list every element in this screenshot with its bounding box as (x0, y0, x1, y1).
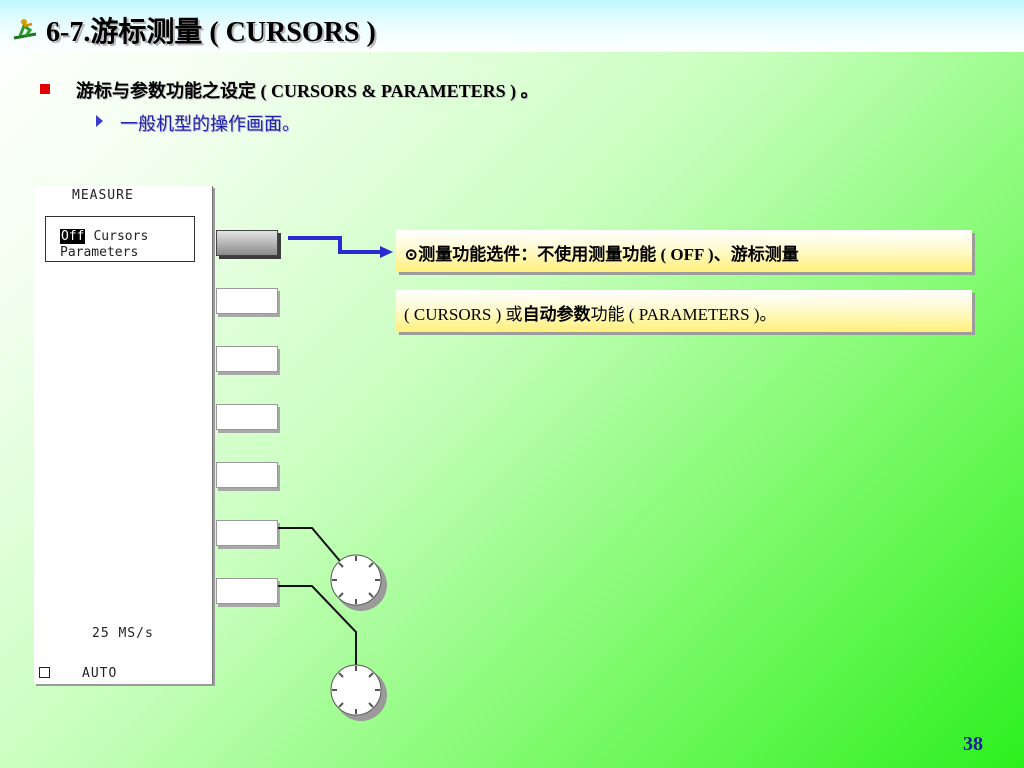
menu-row-mode: Off Cursors (60, 229, 148, 244)
callout-1: ⊙测量功能选件：不使用测量功能 ( OFF )、游标测量 (396, 230, 972, 272)
callout-2-suffix: 功能 ( PARAMETERS )。 (590, 305, 777, 324)
menu-parameters-option[interactable]: Parameters (60, 245, 139, 260)
softkey-6[interactable] (216, 520, 278, 546)
callout-1-text: ⊙测量功能选件：不使用测量功能 ( OFF )、游标测量 (404, 240, 799, 265)
softkey-7[interactable] (216, 578, 278, 604)
softkey-4[interactable] (216, 404, 278, 430)
sample-rate: 25 MS/s (92, 626, 154, 641)
knob-2-icon[interactable] (330, 664, 387, 721)
softkey-1-measure[interactable] (216, 230, 278, 256)
callout-2-prefix: ( CURSORS ) 或 (404, 305, 523, 324)
connector-arrow (288, 236, 393, 258)
callout-2-bold: 自动参数 (522, 305, 591, 324)
auto-label: AUTO (82, 666, 118, 681)
knob-1-icon[interactable] (330, 554, 387, 611)
softkey-2[interactable] (216, 288, 278, 314)
softkey-3[interactable] (216, 346, 278, 372)
square-bullet-icon (40, 84, 50, 94)
callout-1-prefix: ⊙测量功能选件：不使用测量功能 ( (404, 245, 671, 264)
callout-2-text: ( CURSORS ) 或自动参数功能 ( PARAMETERS )。 (404, 300, 776, 325)
measure-label: MEASURE (72, 188, 134, 203)
callout-1-off: OFF (670, 245, 704, 264)
knob-2-line (278, 585, 357, 690)
callout-1-suffix: )、游标测量 (703, 245, 799, 264)
menu-off-option[interactable]: Off (60, 229, 86, 244)
menu-cursors-option[interactable]: Cursors (93, 229, 149, 244)
softkey-5[interactable] (216, 462, 278, 488)
auto-checkbox-icon (39, 667, 50, 678)
title-bar: 6-7.游标测量 ( CURSORS ) (0, 0, 1024, 52)
measure-menu-box[interactable]: Off Cursors Parameters (45, 216, 195, 262)
callout-2: ( CURSORS ) 或自动参数功能 ( PARAMETERS )。 (396, 290, 972, 332)
oscilloscope-screen: MEASURE Off Cursors Parameters 25 MS/s AU… (34, 186, 213, 684)
triangle-bullet-icon (96, 115, 103, 127)
page-title: 6-7.游标测量 ( CURSORS ) (46, 17, 376, 48)
sub-bullet-text: 一般机型的操作画面。 (120, 114, 300, 134)
page-number: 38 (963, 733, 983, 755)
skier-icon (13, 19, 37, 40)
bullet-text: 游标与参数功能之设定 ( CURSORS & PARAMETERS ) 。 (76, 81, 539, 101)
